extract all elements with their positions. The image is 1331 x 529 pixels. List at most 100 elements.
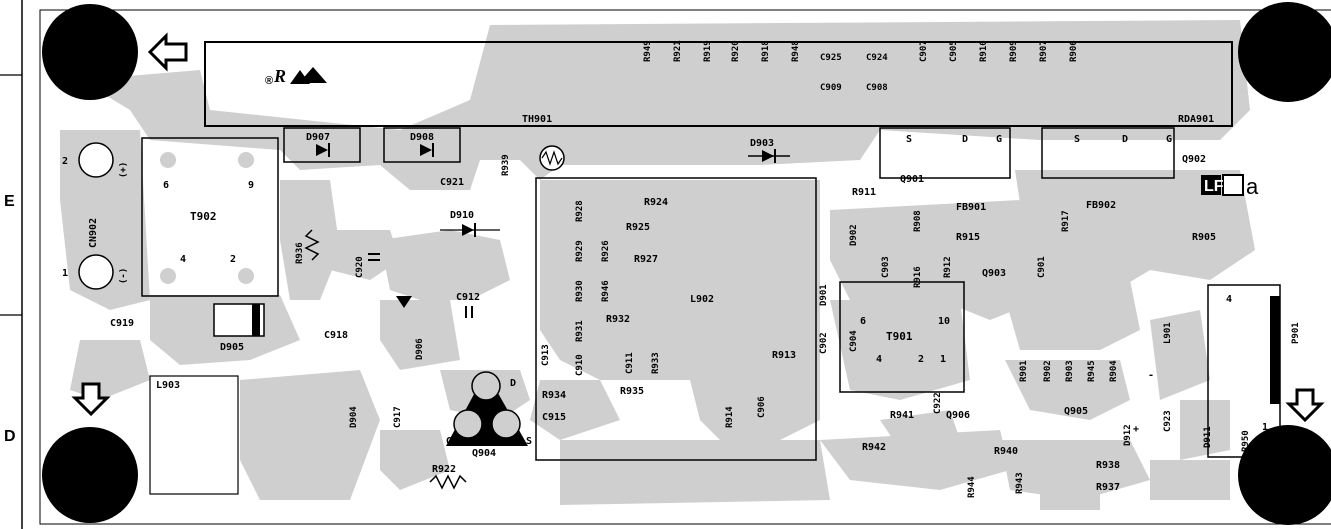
mid-labels: R939 C921 D910 R928 R924 R925 R929 R926 …	[440, 154, 1301, 498]
thermistor-th901: TH901	[522, 114, 565, 171]
svg-text:R934: R934	[542, 390, 566, 401]
svg-text:G: G	[446, 436, 452, 447]
left-lower-labels: R936 C920 C912 C919 C918 D905 D906 L903 …	[110, 229, 480, 495]
transformer-t902: 6 9 T902 4 2	[141, 137, 279, 297]
svg-text:1: 1	[1262, 422, 1268, 433]
svg-text:R945: R945	[1087, 360, 1097, 382]
svg-text:D905: D905	[220, 342, 244, 353]
connector-p901-body	[1270, 296, 1280, 404]
svg-text:R926: R926	[601, 240, 611, 262]
svg-text:D: D	[962, 134, 968, 145]
svg-text:G: G	[996, 134, 1002, 145]
svg-text:C924: C924	[866, 53, 888, 63]
svg-text:D904: D904	[349, 406, 359, 428]
svg-text:R905: R905	[1192, 232, 1216, 243]
svg-text:R938: R938	[1096, 460, 1120, 471]
svg-text:R950: R950	[1241, 430, 1251, 452]
svg-text:R918: R918	[761, 40, 771, 62]
svg-text:R931: R931	[575, 320, 585, 342]
svg-text:RDA901: RDA901	[1178, 114, 1214, 125]
svg-text:2: 2	[230, 254, 236, 265]
board-outline	[39, 9, 1331, 525]
svg-text:R910: R910	[979, 40, 989, 62]
svg-text:R946: R946	[601, 280, 611, 302]
svg-text:D: D	[1122, 134, 1128, 145]
svg-text:C905: C905	[949, 40, 959, 62]
svg-text:R917: R917	[1061, 210, 1071, 232]
svg-text:6: 6	[163, 180, 169, 191]
svg-text:R944: R944	[967, 476, 977, 498]
svg-text:1: 1	[940, 354, 946, 365]
svg-text:C917: C917	[393, 406, 403, 428]
svg-text:T902: T902	[190, 210, 217, 223]
svg-text:R921: R921	[673, 40, 683, 62]
svg-text:C912: C912	[456, 292, 480, 303]
svg-text:R904: R904	[1109, 360, 1119, 382]
svg-text:R932: R932	[606, 314, 630, 325]
svg-text:Q902: Q902	[1182, 154, 1206, 165]
svg-text:T901: T901	[886, 330, 913, 343]
svg-text:R906: R906	[1069, 40, 1079, 62]
svg-text:R925: R925	[626, 222, 650, 233]
mounting-holes	[42, 2, 1331, 525]
shield-outline	[535, 177, 817, 461]
svg-text:FB902: FB902	[1086, 200, 1116, 211]
arrow-icons	[71, 32, 1325, 423]
heatsink-outline	[204, 41, 1233, 127]
svg-text:D908: D908	[410, 132, 434, 143]
svg-text:L902: L902	[690, 294, 714, 305]
grid-row-d: D	[4, 428, 16, 445]
svg-text:R919: R919	[703, 40, 713, 62]
svg-text:D907: D907	[306, 132, 330, 143]
svg-text:C919: C919	[110, 318, 134, 329]
svg-text:LF: LF	[1204, 178, 1224, 195]
svg-text:R903: R903	[1065, 360, 1075, 382]
svg-text:G: G	[1166, 134, 1172, 145]
grid-row-e: E	[4, 193, 15, 210]
svg-text:Q906: Q906	[946, 410, 970, 421]
transistor-q904: D G S Q904	[446, 371, 532, 459]
svg-text:P901: P901	[1291, 322, 1301, 344]
svg-text:Q903: Q903	[982, 268, 1006, 279]
svg-text:R940: R940	[994, 446, 1018, 457]
svg-text:R: R	[273, 66, 286, 86]
svg-text:C923: C923	[1163, 410, 1173, 432]
svg-text:9: 9	[248, 180, 254, 191]
svg-text:C911: C911	[625, 352, 635, 374]
svg-text:D906: D906	[415, 338, 425, 360]
diode-d907: D907	[283, 127, 361, 163]
svg-text:D901: D901	[819, 284, 829, 306]
svg-text:C903: C903	[881, 256, 891, 278]
svg-text:2: 2	[918, 354, 924, 365]
svg-text:C918: C918	[324, 330, 348, 341]
diode-d908: D908	[383, 127, 461, 163]
arrow-down-icon	[71, 382, 111, 417]
svg-text:D912: D912	[1123, 424, 1133, 446]
svg-text:C925: C925	[820, 53, 842, 63]
svg-text:C913: C913	[541, 344, 551, 366]
arrow-down-icon	[1285, 388, 1325, 423]
svg-text:4: 4	[180, 254, 186, 265]
svg-text:R924: R924	[644, 197, 668, 208]
svg-text:4: 4	[1226, 294, 1232, 305]
svg-text:R902: R902	[1043, 360, 1053, 382]
svg-text:R913: R913	[772, 350, 796, 361]
svg-text:C910: C910	[575, 354, 585, 376]
svg-text:TH901: TH901	[522, 114, 552, 125]
svg-text:C915: C915	[542, 412, 566, 423]
svg-text:C901: C901	[1037, 256, 1047, 278]
connector-cn902: 2 1 (+) (-) CN902	[62, 142, 129, 290]
svg-text:a: a	[1246, 174, 1259, 199]
svg-text:L901: L901	[1163, 322, 1173, 344]
ul-mark-icon: ® R	[265, 66, 327, 87]
svg-text:R908: R908	[913, 210, 923, 232]
svg-text:4: 4	[876, 354, 882, 365]
svg-text:R907: R907	[1039, 40, 1049, 62]
svg-text:R943: R943	[1015, 472, 1025, 494]
copper-traces	[60, 20, 1255, 510]
svg-text:R939: R939	[501, 154, 511, 176]
svg-text:R928: R928	[575, 200, 585, 222]
svg-text:R930: R930	[575, 280, 585, 302]
svg-text:R901: R901	[1019, 360, 1029, 382]
